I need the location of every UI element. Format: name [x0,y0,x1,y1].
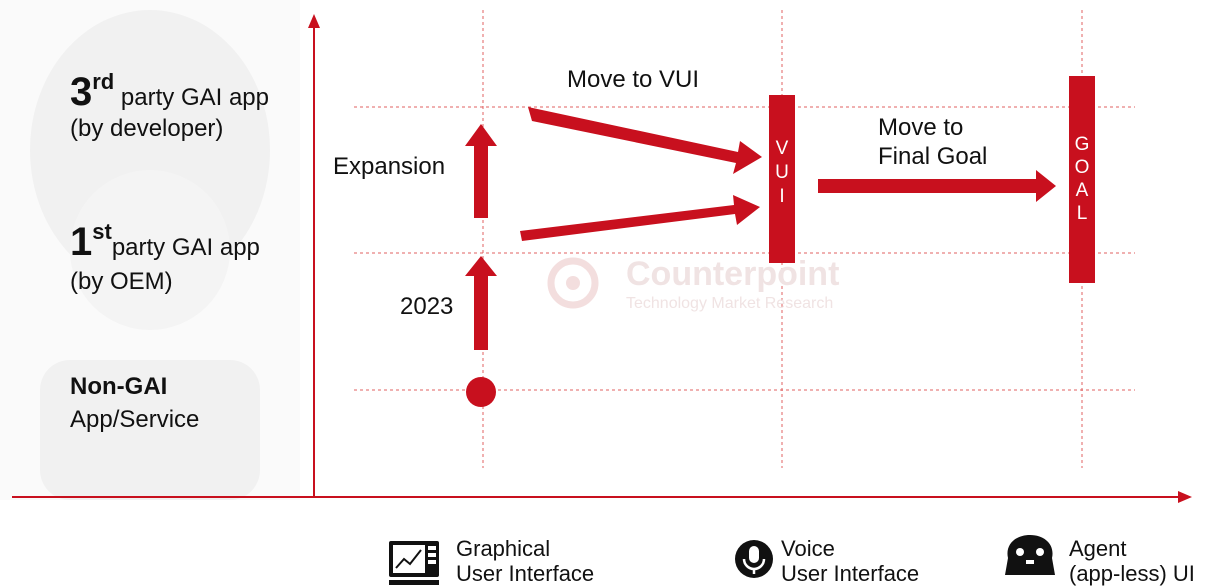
label-expansion: Expansion [333,153,446,180]
label-2023: 2023 [400,293,454,320]
legend-voice-line2: User Interface [781,561,920,586]
vui-letter-u: U [775,162,789,183]
third-party-suffix: rd [92,69,115,94]
arrow-move-to-goal [818,170,1056,202]
label-move-to-final-line2: Final Goal [878,143,988,170]
arrow-2023 [465,256,497,350]
watermark-tagline: Technology Market Research [626,295,834,312]
arrow-move-to-vui-lower [520,195,760,241]
goal-letter-a: A [1075,180,1089,201]
goal-letter-o: O [1074,157,1090,178]
label-non-gai-line2: App/Service [70,406,200,433]
vui-letter-i: I [779,186,785,207]
label-non-gai: Non-GAI [70,373,168,400]
label-third-party: 3rd party GAI app [70,69,269,114]
label-third-party-line2: (by developer) [70,115,224,142]
x-axis-arrowhead [1178,491,1192,503]
background-robot-figure [0,0,300,500]
label-first-party: 1stparty GAI app [70,219,260,264]
arrow-move-to-vui-upper [528,107,762,174]
first-party-suffix: st [92,219,112,244]
goal-bar [1069,76,1095,283]
first-party-number: 1 [70,220,93,264]
legend-graphical-line2: User Interface [456,561,595,586]
watermark-name: Counterpoint [626,255,840,293]
axes [12,14,1192,503]
label-move-to-final-line1: Move to [878,114,964,141]
vui-bar [769,95,795,263]
third-party-number: 3 [70,70,93,114]
legend-agent-line1: Agent [1069,536,1127,561]
legend-agent-line2: (app-less) UI [1069,561,1195,586]
label-first-party-line2: (by OEM) [70,268,173,295]
watermark-logo [547,257,599,309]
arrow-expansion [465,124,497,218]
y-axis-arrowhead [308,14,320,28]
legend-voice-line1: Voice [781,536,835,561]
graphical-ui-icon [389,541,439,585]
goal-letter-g: G [1074,134,1090,155]
label-move-to-vui: Move to VUI [567,66,700,93]
start-dot [466,377,496,407]
first-party-line1: party GAI app [111,234,260,261]
vui-letter-v: V [775,138,789,159]
flow-arrows [465,76,1095,407]
microphone-icon [735,540,773,578]
legend-graphical-line1: Graphical [456,536,551,561]
goal-letter-l: L [1076,203,1088,224]
third-party-line1: party GAI app [114,84,269,111]
agent-head-icon [1005,535,1055,575]
